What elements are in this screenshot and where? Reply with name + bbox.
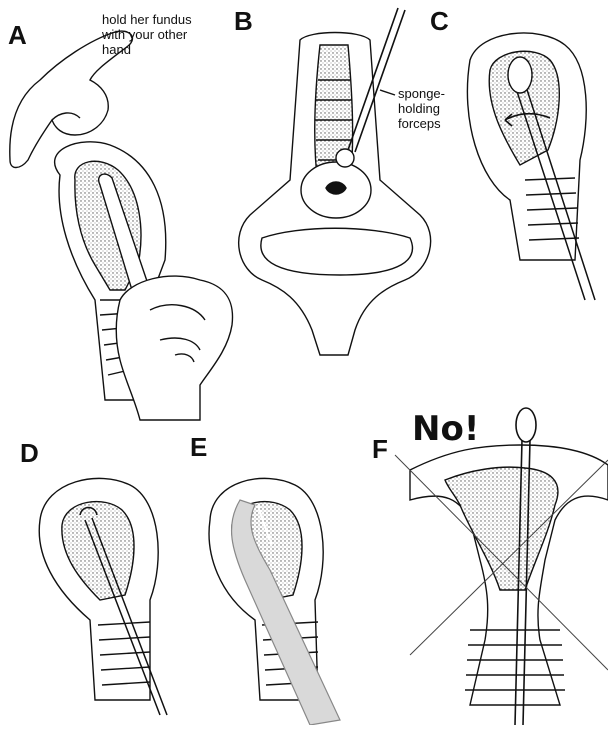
panel-e-label: E — [190, 434, 207, 460]
panel-f-illustration — [395, 408, 608, 725]
panel-b-forceps-ring — [336, 149, 354, 167]
panel-c-forceps-ring — [508, 57, 532, 93]
panel-a-illustration — [10, 31, 233, 420]
panel-b-label: B — [234, 8, 253, 34]
panel-a-label: A — [8, 22, 27, 48]
panel-e-illustration — [209, 478, 340, 725]
panel-b-os — [326, 182, 346, 194]
panel-b-speculum-blade — [261, 228, 413, 275]
panel-a-annotation: hold her fundus with your other hand — [102, 12, 192, 57]
panel-b-annotation: sponge- holding forceps — [398, 86, 445, 131]
panel-f-label: F — [372, 436, 388, 462]
panel-c-illustration — [467, 33, 595, 300]
panel-f-instrument-ring — [516, 408, 536, 442]
panel-f-warning: No! — [412, 412, 479, 446]
panel-b-illustration — [239, 8, 431, 355]
panel-c-label: C — [430, 8, 449, 34]
panel-d-label: D — [20, 440, 39, 466]
panel-a-lower-hand — [116, 276, 232, 420]
panel-d-illustration — [39, 478, 167, 715]
